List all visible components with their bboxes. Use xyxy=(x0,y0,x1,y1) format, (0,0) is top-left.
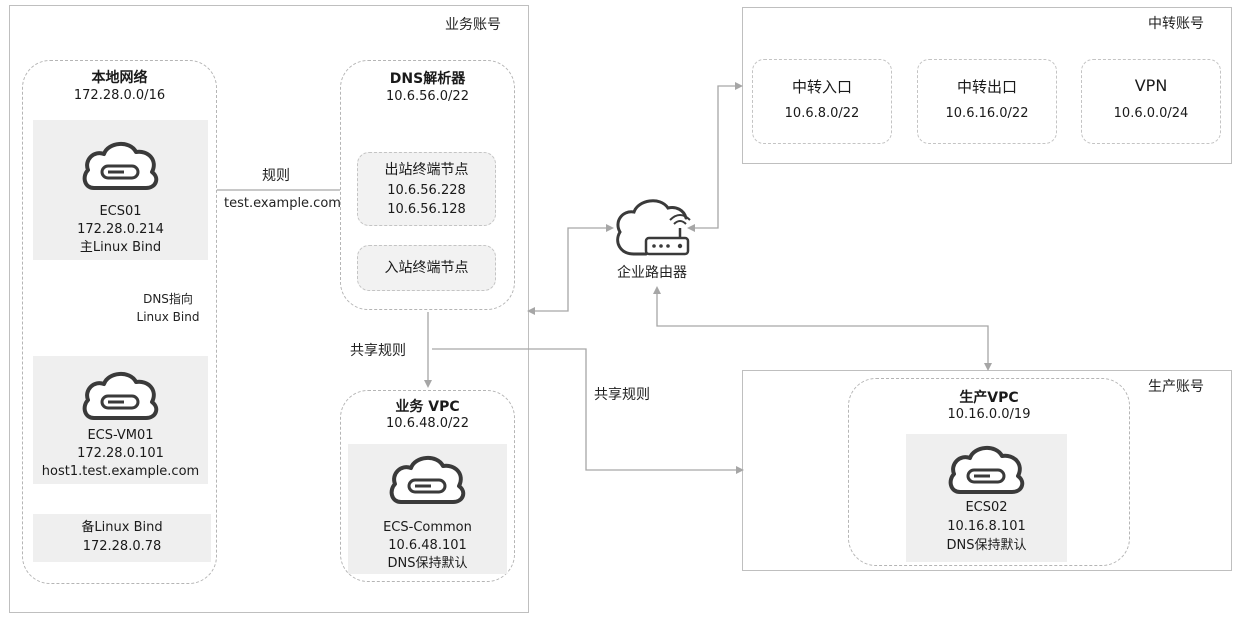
router-transit-line xyxy=(693,85,737,229)
ecs-vm01-ip: 172.28.0.101 xyxy=(77,446,164,461)
cloud-server-icon xyxy=(82,142,159,190)
vpn-title: VPN xyxy=(1134,76,1168,95)
production-account-label: 生产账号 xyxy=(1148,379,1204,395)
dns-points-label: DNS指向 Linux Bind xyxy=(128,290,208,326)
share-rule-label-1: 共享规则 xyxy=(350,343,406,359)
business-account-label: 业务账号 xyxy=(445,17,501,33)
transit-ingress-cidr: 10.6.8.0/22 xyxy=(784,106,860,121)
transit-egress-box: 中转出口 10.6.16.0/22 xyxy=(917,59,1057,144)
enterprise-router-icon xyxy=(616,199,691,256)
arrowhead xyxy=(984,363,992,371)
rule-label: 规则 xyxy=(262,168,290,184)
outbound-endpoint-ip1: 10.6.56.228 xyxy=(387,183,466,198)
ecs-common-dns: DNS保持默认 xyxy=(387,556,468,571)
ecs-common-name: ECS-Common xyxy=(383,520,472,535)
arrowhead xyxy=(736,466,744,474)
transit-egress-cidr: 10.6.16.0/22 xyxy=(945,106,1029,121)
arrowhead xyxy=(424,380,432,388)
ecs-vm01-name: ECS-VM01 xyxy=(87,428,154,443)
ecs02-name: ECS02 xyxy=(965,500,1008,515)
ecs01-card: ECS01 172.28.0.214 主Linux Bind xyxy=(33,120,208,260)
inbound-endpoint-card: 入站终端节点 xyxy=(357,245,496,291)
local-network-cidr: 172.28.0.0/16 xyxy=(73,88,166,103)
transit-account-label: 中转账号 xyxy=(1148,16,1204,32)
inbound-endpoint-title: 入站终端节点 xyxy=(384,260,469,276)
ecs-common-card: ECS-Common 10.6.48.101 DNS保持默认 xyxy=(348,444,507,574)
vpn-box: VPN 10.6.0.0/24 xyxy=(1081,59,1221,144)
arrowhead xyxy=(606,224,614,232)
ecs01-role: 主Linux Bind xyxy=(79,240,162,255)
ecs02-ip: 10.16.8.101 xyxy=(947,519,1026,534)
ecs01-ip: 172.28.0.214 xyxy=(77,222,164,237)
router-production-line xyxy=(656,292,989,365)
ecs-common-ip: 10.6.48.101 xyxy=(388,538,467,553)
backup-bind-role: 备Linux Bind xyxy=(81,520,163,535)
backup-bind-ip: 172.28.0.78 xyxy=(82,539,162,554)
share-rule-production-line xyxy=(432,348,738,471)
transit-ingress-box: 中转入口 10.6.8.0/22 xyxy=(752,59,892,144)
outbound-endpoint-card: 出站终端节点 10.6.56.228 10.6.56.128 xyxy=(357,152,496,226)
production-vpc-cidr: 10.16.0.0/19 xyxy=(947,407,1031,422)
outbound-endpoint-ip2: 10.6.56.128 xyxy=(387,202,466,217)
cloud-server-icon xyxy=(82,372,159,420)
arrowhead xyxy=(527,307,535,315)
ecs02-dns: DNS保持默认 xyxy=(946,538,1027,553)
ecs02-card: ECS02 10.16.8.101 DNS保持默认 xyxy=(906,434,1067,562)
cloud-server-icon xyxy=(948,446,1025,494)
dns-resolver-cidr: 10.6.56.0/22 xyxy=(386,89,469,104)
arrowhead xyxy=(653,286,661,294)
backup-bind-card: 备Linux Bind 172.28.0.78 xyxy=(33,514,211,562)
dns-points-line1: DNS指向 xyxy=(143,292,193,306)
transit-ingress-title: 中转入口 xyxy=(791,78,852,96)
arrowhead xyxy=(735,82,743,90)
transit-egress-title: 中转出口 xyxy=(956,78,1017,96)
enterprise-router-label: 企业路由器 xyxy=(617,265,687,281)
dns-resolver-title: DNS解析器 xyxy=(389,71,466,87)
ecs01-name: ECS01 xyxy=(99,204,142,219)
local-network-title: 本地网络 xyxy=(91,70,148,86)
share-rule-label-2: 共享规则 xyxy=(594,387,650,403)
arrowhead xyxy=(687,224,695,232)
cloud-server-icon xyxy=(389,456,466,504)
business-router-line xyxy=(533,227,608,312)
business-vpc-cidr: 10.6.48.0/22 xyxy=(386,416,469,431)
outbound-endpoint-title: 出站终端节点 xyxy=(384,162,469,178)
vpn-cidr: 10.6.0.0/24 xyxy=(1113,106,1189,121)
ecs-vm01-card: ECS-VM01 172.28.0.101 host1.test.example… xyxy=(33,356,208,484)
ecs-vm01-host: host1.test.example.com xyxy=(41,464,200,479)
production-vpc-title: 生产VPC xyxy=(959,390,1019,406)
business-vpc-title: 业务 VPC xyxy=(395,399,460,415)
rule-domain: test.example.com xyxy=(224,196,341,211)
dns-points-line2: Linux Bind xyxy=(136,310,200,324)
